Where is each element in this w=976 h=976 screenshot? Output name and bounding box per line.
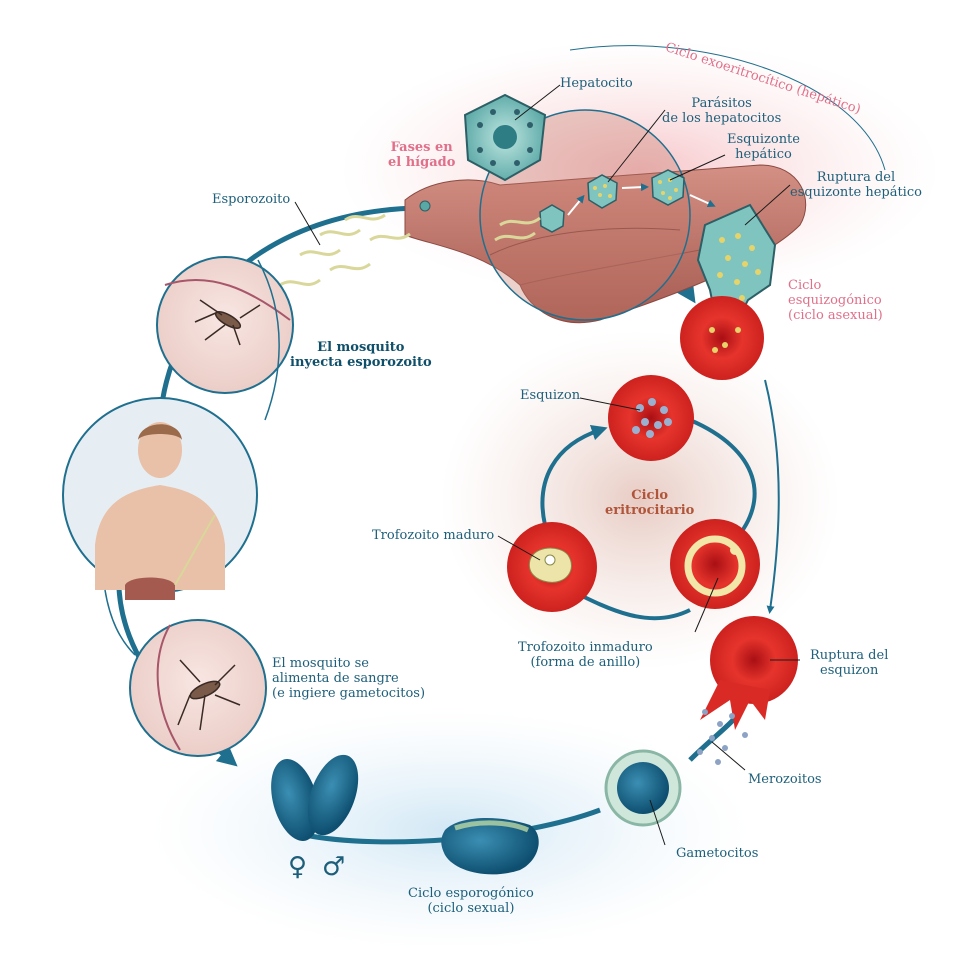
hepatocyte-entry-marker (419, 200, 431, 212)
mosquito-injection-circle (156, 256, 294, 394)
label-fases-higado: Fases en el hígado (388, 140, 456, 170)
label-esquizon: Esquizon (520, 388, 581, 403)
ookinete-cell (441, 818, 539, 875)
rbc-mature-trophozoite (507, 522, 597, 612)
human-host-circle (62, 397, 258, 600)
label-ruptura-esquizon: Ruptura del esquizon (810, 648, 889, 678)
mosquito-feeding-circle (129, 619, 267, 757)
label-ciclo-esporogonico: Ciclo esporogónico (ciclo sexual) (408, 886, 534, 916)
label-mosquito-inyecta: El mosquito inyecta esporozoito (290, 340, 432, 370)
label-ruptura-esquizonte-hepatico: Ruptura del esquizonte hepático (790, 170, 922, 200)
male-symbol-icon: ♂ (322, 852, 346, 882)
gametocyte-cell (604, 749, 682, 827)
blood-flow-arrow (764, 379, 780, 614)
merozoites-release (697, 709, 748, 765)
label-esporozoito: Esporozoito (212, 192, 291, 207)
sporozoites (279, 213, 541, 287)
female-symbol-icon: ♀ (288, 852, 308, 882)
label-trofozoito-inmaduro: Trofozoito inmaduro (forma de anillo) (518, 640, 653, 670)
label-mosquito-alimenta: El mosquito se alimenta de sangre (e ing… (272, 656, 426, 701)
exo-cycle-bracket (569, 45, 886, 171)
rbc-schizont (608, 375, 694, 461)
label-ciclo-esquizogonico: Ciclo esquizogónico (ciclo asexual) (788, 278, 883, 323)
liver-illustration (404, 164, 807, 324)
label-gametocitos: Gametocitos (676, 846, 759, 861)
infected-hepatocytes (539, 169, 716, 233)
hepatocyte-cell (463, 93, 547, 182)
gametes-pair (271, 754, 359, 841)
label-trofozoito-maduro: Trofozoito maduro (372, 528, 495, 543)
arrow-to-ring-stage (689, 418, 757, 547)
label-ciclo-eritrocitario: Ciclo eritrocitario (605, 488, 695, 518)
label-esquizonte-hepatico: Esquizonte hepático (727, 132, 800, 162)
rbc-ring-stage (670, 519, 760, 609)
label-hepatocito: Hepatocito (560, 76, 633, 91)
rbc-ruptured-hepatic-exit (680, 296, 764, 380)
label-merozoitos: Merozoitos (748, 772, 822, 787)
arrow-to-schizont (540, 424, 608, 526)
rbc-rupturing-schizont (700, 616, 798, 730)
label-parasitos: Parásitos de los hepatocitos (662, 96, 782, 126)
leader-lines (294, 84, 800, 846)
